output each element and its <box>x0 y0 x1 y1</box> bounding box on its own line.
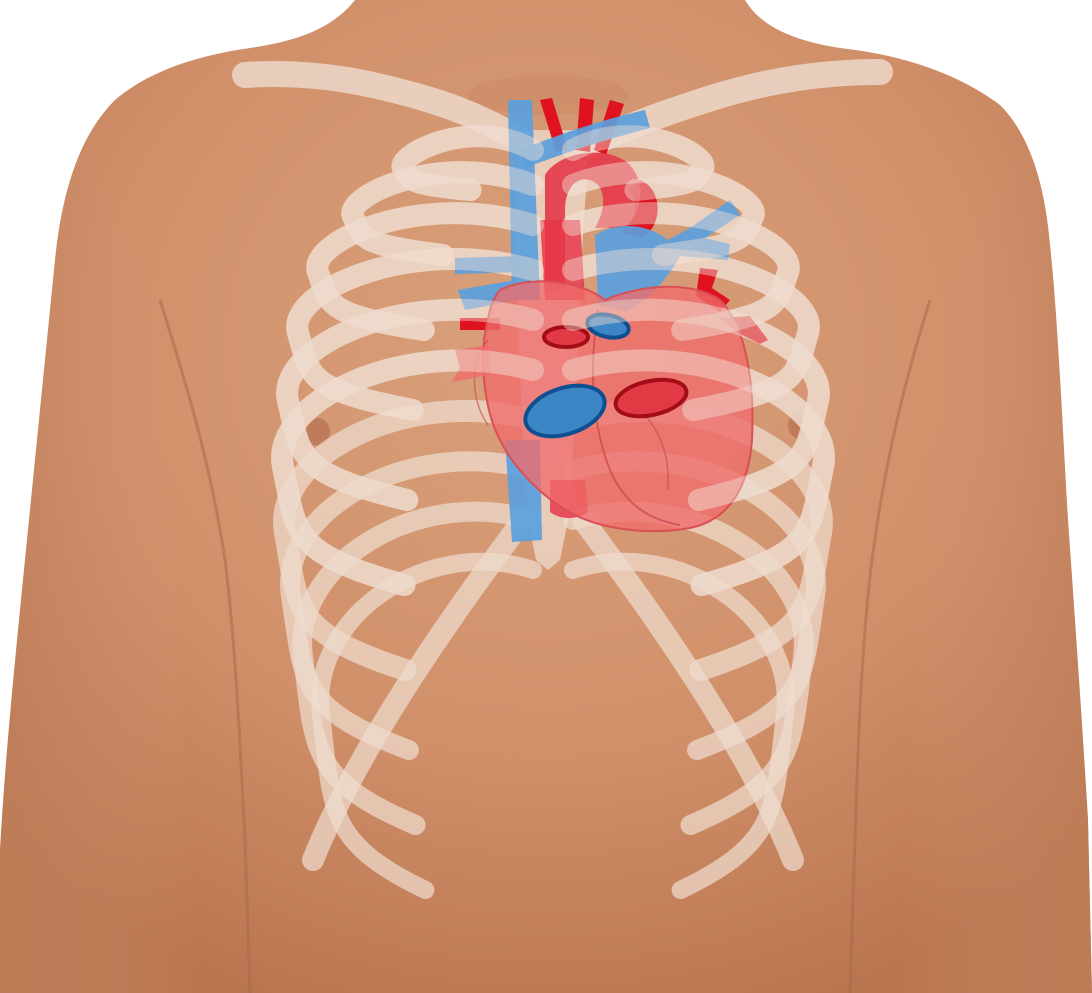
aortic-valve <box>544 327 588 347</box>
